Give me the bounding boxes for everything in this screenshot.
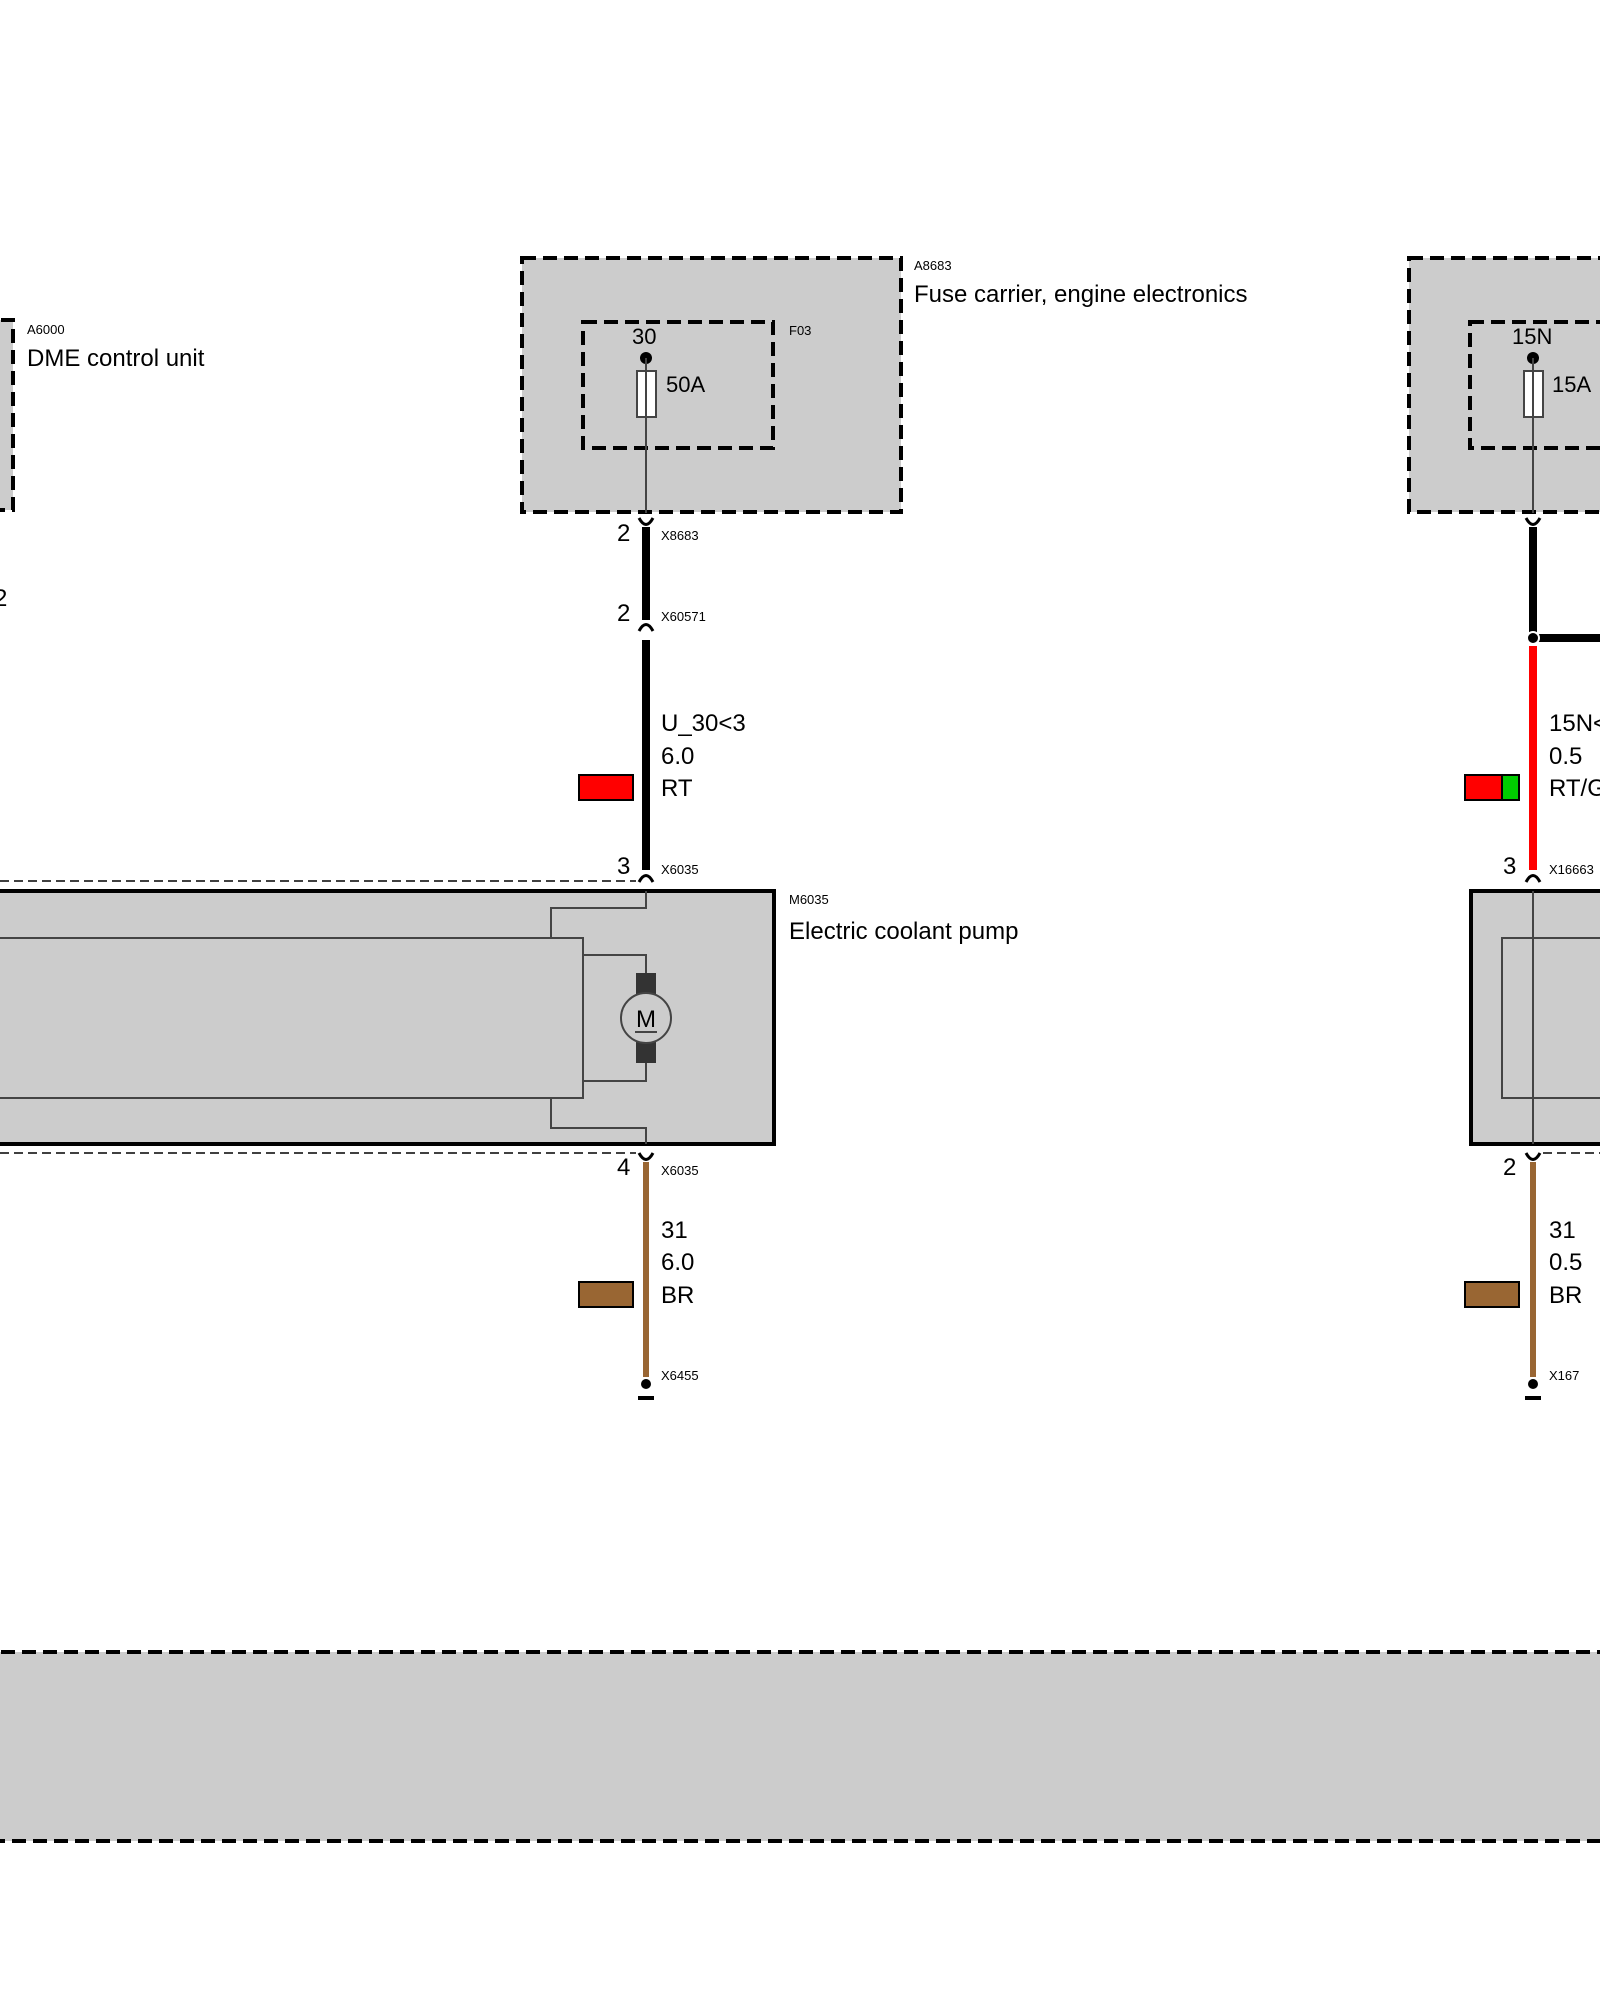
wire-ground-left-swatch bbox=[578, 1281, 634, 1308]
wire-ground-left-color-code: BR bbox=[661, 1282, 694, 1309]
ground-point-x6455[interactable]: X6455 bbox=[638, 1368, 699, 1400]
connector-x6035-bottom[interactable]: 4 X6035 bbox=[617, 1152, 699, 1181]
wire-ground-left-gauge: 6.0 bbox=[661, 1249, 694, 1276]
fuse-f03-rating-label: 50A bbox=[666, 372, 705, 397]
wire-ground-right[interactable]: 31 0.5 BR bbox=[1464, 1162, 1582, 1377]
wire-supply-left-signal: U_30<3 bbox=[661, 710, 746, 737]
connector-x6035-top-symbol bbox=[637, 874, 655, 883]
wire-ground-right-gauge: 0.5 bbox=[1549, 1249, 1582, 1276]
motor-symbol-letter: M bbox=[636, 1006, 656, 1033]
connector-right-bottom-pin: 2 bbox=[1503, 1154, 1516, 1181]
dme-name-label: DME control unit bbox=[27, 345, 205, 372]
connector-x16663-symbol bbox=[1524, 874, 1542, 883]
component-right-housing[interactable] bbox=[1469, 889, 1600, 1146]
wire-supply-right-swatch-red bbox=[1464, 774, 1503, 801]
wire-ground-right-swatch bbox=[1464, 1281, 1520, 1308]
wire-supply-right-signal: 15N< bbox=[1549, 710, 1600, 737]
pump-inner-block bbox=[0, 937, 584, 1099]
connector-x60571[interactable]: 2 X60571 bbox=[617, 600, 706, 632]
right-housing-inner bbox=[1501, 937, 1600, 1099]
wire-ground-left[interactable]: 31 6.0 BR bbox=[578, 1162, 694, 1377]
motor-icon bbox=[620, 992, 672, 1044]
connector-x60571-pin: 2 bbox=[617, 600, 630, 627]
motor-brush-bottom bbox=[636, 1038, 656, 1063]
dme-edge-pin-label: 2 bbox=[0, 585, 7, 612]
ground-x6455-symbol bbox=[638, 1396, 654, 1400]
fuse-carrier-a8683[interactable]: A8683 Fuse carrier, engine electronics F… bbox=[520, 256, 1248, 514]
connector-x6035-top-id: X6035 bbox=[661, 862, 699, 877]
wire-supply-left[interactable]: U_30<3 6.0 RT bbox=[578, 640, 746, 870]
wire-supply-left-color-code: RT bbox=[661, 775, 693, 802]
wire-supply-left-swatch bbox=[578, 774, 634, 801]
connector-right-bottom-symbol bbox=[1524, 1152, 1542, 1161]
pump-name-label: Electric coolant pump bbox=[789, 918, 1018, 945]
bottom-housing-band bbox=[0, 1650, 1600, 1843]
wire-supply-right[interactable]: 15N< 0.5 RT/G bbox=[1464, 646, 1600, 870]
fuse-right-rating-label: 15A bbox=[1552, 372, 1591, 397]
motor-brush-top bbox=[636, 973, 656, 998]
connector-x16663-id: X16663 bbox=[1549, 862, 1594, 877]
electric-coolant-pump-m6035[interactable]: M M6035 Electric coolant pump bbox=[0, 889, 1018, 1146]
wire-supply-right-color-code: RT/G bbox=[1549, 775, 1600, 802]
fuse-right-terminal-label: 15N bbox=[1512, 324, 1552, 349]
wire-right-junction-dot bbox=[1526, 631, 1540, 645]
fuse-carrier-name-label: Fuse carrier, engine electronics bbox=[914, 281, 1248, 308]
connector-x8683[interactable]: 2 X8683 bbox=[617, 517, 699, 547]
fuse-f03-box bbox=[581, 320, 775, 450]
connector-x6035-bottom-symbol bbox=[637, 1152, 655, 1161]
pump-id-label: M6035 bbox=[789, 892, 829, 907]
connector-right-bottom[interactable]: 2 bbox=[1503, 1152, 1542, 1181]
fuse-right-box bbox=[1468, 320, 1600, 450]
connector-x8683-pin: 2 bbox=[617, 520, 630, 547]
ground-x6455-id: X6455 bbox=[661, 1368, 699, 1383]
ground-x167-id: X167 bbox=[1549, 1368, 1579, 1383]
wire-supply-right-swatch-green bbox=[1501, 774, 1520, 801]
connector-x16663-pin: 3 bbox=[1503, 853, 1516, 880]
wire-supply-right-gauge: 0.5 bbox=[1549, 743, 1582, 770]
ground-x6455-dot bbox=[641, 1379, 651, 1389]
connector-x8683-symbol bbox=[637, 517, 655, 526]
fuse-f03-terminal-label: 30 bbox=[632, 324, 656, 349]
dme-housing bbox=[0, 318, 15, 512]
connector-x16663[interactable]: 3 X16663 bbox=[1503, 853, 1594, 883]
connector-x6035-top[interactable]: 3 X6035 bbox=[617, 853, 699, 883]
connector-x6035-top-pin: 3 bbox=[617, 853, 630, 880]
wire-ground-left-signal: 31 bbox=[661, 1217, 688, 1244]
dme-id-label: A6000 bbox=[27, 322, 65, 337]
connector-x60571-symbol bbox=[637, 623, 655, 632]
ground-point-x167[interactable]: X167 bbox=[1525, 1368, 1579, 1400]
wire-ground-right-signal: 31 bbox=[1549, 1217, 1576, 1244]
connector-right-top-symbol bbox=[1524, 517, 1542, 526]
connector-x60571-id: X60571 bbox=[661, 609, 706, 624]
connector-x6035-bottom-pin: 4 bbox=[617, 1154, 630, 1181]
fuse-carrier-id-label: A8683 bbox=[914, 258, 952, 273]
dme-control-unit[interactable]: A6000 DME control unit 2 bbox=[0, 318, 205, 612]
fuse-f03-id-label: F03 bbox=[789, 323, 811, 338]
fuse-carrier-housing bbox=[520, 256, 903, 514]
wire-supply-left-gauge: 6.0 bbox=[661, 743, 694, 770]
fuse-carrier-right-housing bbox=[1407, 256, 1600, 514]
ground-x167-dot bbox=[1528, 1379, 1538, 1389]
wire-ground-right-color-code: BR bbox=[1549, 1282, 1582, 1309]
connector-x6035-bottom-id: X6035 bbox=[661, 1163, 699, 1178]
fuse-carrier-right[interactable]: 15N 15A bbox=[1407, 256, 1600, 514]
connector-x8683-id: X8683 bbox=[661, 528, 699, 543]
ground-x167-symbol bbox=[1525, 1396, 1541, 1400]
